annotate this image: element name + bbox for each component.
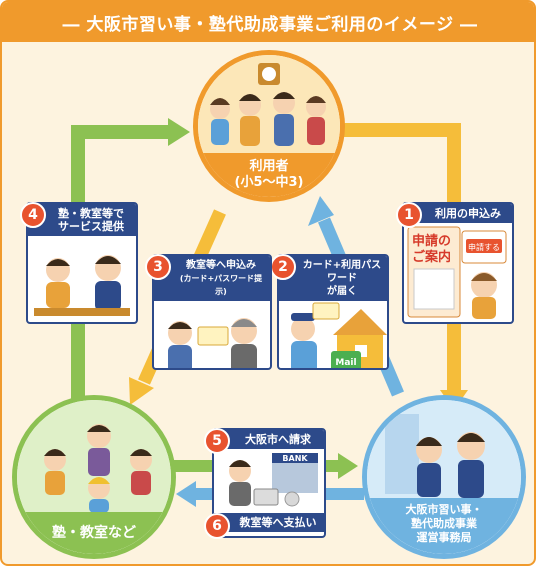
teacher-figure — [87, 424, 111, 476]
office-label-line2: 塾代助成事業 — [411, 517, 477, 530]
step-1-label: 利用の申込み — [435, 207, 501, 220]
card-icon — [312, 302, 340, 320]
users-illustration — [198, 55, 340, 197]
mailbox — [331, 351, 361, 368]
office-label-line3: 運営事務局 — [416, 531, 472, 544]
users-label: 利用者 — [249, 159, 289, 174]
application-headline-1: 申請の — [412, 233, 451, 249]
step-1-header: 利用の申込み — [404, 204, 512, 223]
laptop-icon — [253, 488, 279, 506]
arrow-office-to-users-head — [308, 196, 334, 226]
step-4-badge: 4 — [20, 202, 46, 228]
step-2-card: カード+利用パスワード が届く Mail — [277, 254, 389, 370]
step-5-badge: 5 — [204, 428, 230, 454]
student-figure-1 — [44, 449, 66, 495]
step-1-card: 利用の申込み 申請の ご案内 申請する — [402, 202, 514, 324]
child-figure-1 — [210, 98, 230, 145]
bank-sign-text: BANK — [282, 454, 308, 463]
arrow-school-to-office-head — [338, 453, 358, 479]
step-3-badge: 3 — [145, 254, 171, 280]
arrow-users-to-school-head — [129, 377, 154, 405]
building-shape — [385, 414, 419, 494]
child-figure-3 — [273, 92, 295, 146]
apply-button-text: 申請する — [468, 242, 500, 252]
step-4-label-line1: 塾・教室等で — [58, 207, 124, 220]
users-age-label: (小5〜中3) — [234, 175, 304, 190]
staff-figure-1 — [416, 437, 442, 497]
step-4-illustration — [34, 255, 130, 316]
step-3-label-line1: 教室等へ申込み — [186, 260, 256, 271]
step-2-badge: 2 — [270, 254, 296, 280]
student-figure-3 — [88, 477, 110, 513]
step-5-header: 大阪市へ請求 — [214, 430, 324, 449]
step-2-header: カード+利用パスワード が届く — [279, 256, 387, 301]
step-4-label-line2: サービス提供 — [58, 220, 124, 233]
clerk-figure — [229, 460, 251, 506]
coin-icon — [284, 491, 300, 507]
student-figure-2 — [130, 449, 152, 495]
step-6-header: 教室等へ支払い — [214, 513, 324, 532]
girl-with-phone-figure — [471, 272, 497, 319]
office-label-line1: 大阪市習い事・ — [405, 503, 483, 516]
card-icon — [197, 326, 229, 346]
step-1-badge: 1 — [396, 202, 422, 228]
step-6-badge: 6 — [204, 513, 230, 539]
office-circle: 大阪市習い事・ 塾代助成事業 運営事務局 — [362, 395, 526, 559]
arrow-school-to-users-head — [168, 118, 190, 146]
step-5-illustration: BANK — [229, 453, 318, 507]
child-figure-4 — [306, 96, 326, 145]
page-title: ― 大阪市習い事・塾代助成事業ご利用のイメージ ― — [62, 14, 478, 35]
users-circle: 利用者 (小5〜中3) — [193, 50, 345, 202]
desk-shape — [34, 308, 130, 316]
step-3-label-line2: (カード+パスワード提示) — [179, 274, 263, 296]
step-5-6-card: 大阪市へ請求 BANK 教室等へ支払い — [212, 428, 326, 538]
step-6-label: 教室等へ支払い — [239, 516, 317, 529]
step-2-label-line1: カード+利用パスワード — [302, 260, 382, 284]
tutor-figure — [95, 255, 121, 311]
postman-figure — [291, 313, 317, 368]
office-illustration — [367, 400, 521, 554]
step-5-label: 大阪市へ請求 — [245, 433, 311, 446]
child-figure-2 — [239, 94, 261, 146]
mailbox-text: Mail — [335, 358, 356, 368]
step-2-label-line2: が届く — [327, 286, 357, 297]
step-4-header: 塾・教室等で サービス提供 — [28, 204, 136, 236]
teacher-figure — [231, 318, 257, 368]
step-1-illustration: 申請の ご案内 申請する — [407, 226, 507, 319]
step-3-illustration — [168, 318, 257, 368]
child-figure — [168, 321, 192, 368]
house-roof — [333, 309, 387, 335]
school-label: 塾・教室など — [52, 525, 136, 541]
step-2-illustration: Mail — [291, 301, 387, 368]
school-circle: 塾・教室など — [12, 395, 176, 559]
school-illustration — [17, 400, 171, 554]
step-3-card: 教室等へ申込み (カード+パスワード提示) — [152, 254, 272, 370]
application-headline-2: ご案内 — [412, 249, 451, 265]
step-4-card: 塾・教室等で サービス提供 — [26, 202, 138, 324]
title-bar: ― 大阪市習い事・塾代助成事業ご利用のイメージ ― — [2, 2, 534, 42]
arrow-office-to-school-head — [176, 481, 196, 507]
step-3-header: 教室等へ申込み (カード+パスワード提示) — [154, 256, 270, 301]
student-figure — [46, 258, 70, 308]
staff-figure-2 — [457, 432, 485, 498]
